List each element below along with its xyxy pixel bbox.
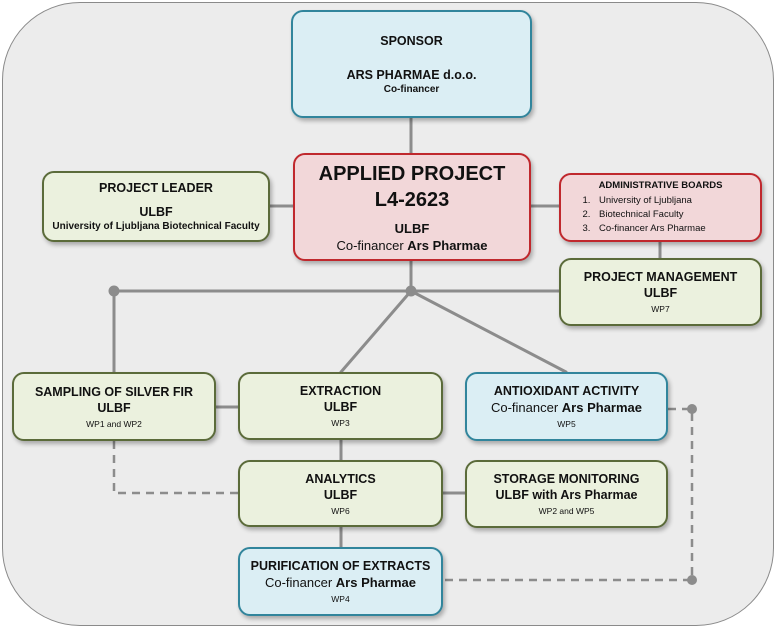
project-leader-org: ULBF (139, 205, 173, 219)
analytics-box: ANALYTICS ULBF WP6 (238, 460, 443, 527)
antioxidant-cofinancer: Co-financer Ars Pharmae (491, 399, 642, 416)
antioxidant-title: ANTIOXIDANT ACTIVITY (493, 384, 640, 398)
antioxidant-cofin-name: Ars Pharmae (561, 400, 643, 415)
applied-project-box: APPLIED PROJECT L4-2623 ULBF Co-financer… (293, 153, 531, 261)
project-leader-title: PROJECT LEADER (99, 181, 213, 195)
storage-org-prefix: ULBF with (495, 488, 561, 502)
sampling-wp: WP1 and WP2 (86, 418, 142, 429)
dashed-sampling-analytics (112, 441, 238, 495)
line-hub-antioxidant (409, 289, 568, 374)
analytics-org: ULBF (323, 487, 358, 502)
storage-title: STORAGE MONITORING (493, 472, 640, 486)
applied-project-title-line1: APPLIED PROJECT (318, 162, 506, 185)
admin-boards-title: ADMINISTRATIVE BOARDS (598, 180, 723, 191)
sponsor-box: SPONSOR ARS PHARMAE d.o.o. Co-financer (291, 10, 532, 118)
admin-boards-item: Co-financer Ars Pharmae (593, 222, 760, 236)
project-management-wp: WP7 (651, 304, 670, 314)
applied-project-cofinancer: Co-financer Ars Pharmae (336, 237, 487, 254)
purification-cofinancer: Co-financer Ars Pharmae (265, 574, 416, 591)
admin-boards-list: University of Ljubljana Biotechnical Fac… (561, 194, 760, 236)
applied-project-org: ULBF (394, 220, 430, 236)
sponsor-title: SPONSOR (380, 33, 443, 48)
project-leader-full-name: University of Ljubljana Biotechnical Fac… (52, 221, 260, 232)
antioxidant-cofin-prefix: Co-financer (490, 400, 562, 415)
line-hub-extraction (339, 289, 413, 374)
purification-cofin-name: Ars Pharmae (335, 575, 417, 590)
sponsor-role: Co-financer (383, 83, 440, 95)
applied-project-cofin-name: Ars Pharmae (407, 237, 488, 253)
storage-wp: WP2 and WP5 (538, 506, 595, 516)
antioxidant-box: ANTIOXIDANT ACTIVITY Co-financer Ars Pha… (465, 372, 668, 441)
analytics-wp: WP6 (331, 505, 350, 516)
storage-box: STORAGE MONITORING ULBF with Ars Pharmae… (465, 460, 668, 528)
storage-org: ULBF with Ars Pharmae (496, 487, 638, 503)
admin-boards-item: University of Ljubljana (593, 194, 760, 208)
project-management-org: ULBF (643, 286, 678, 300)
storage-org-name: Ars Pharmae (560, 488, 638, 502)
admin-boards-item: Biotechnical Faculty (593, 208, 760, 222)
extraction-org: ULBF (323, 400, 358, 414)
extraction-wp: WP3 (331, 418, 350, 428)
purification-wp: WP4 (331, 594, 350, 604)
purification-box: PURIFICATION OF EXTRACTS Co-financer Ars… (238, 547, 443, 616)
applied-project-cofin-prefix: Co-financer (336, 237, 408, 253)
connector-dot-hub (405, 285, 417, 297)
antioxidant-wp: WP5 (557, 419, 576, 429)
project-management-title: PROJECT MANAGEMENT (583, 270, 738, 284)
connector-dot-right-bottom (687, 575, 697, 585)
sampling-title: SAMPLING OF SILVER FIR (34, 384, 194, 399)
project-leader-box: PROJECT LEADER ULBF University of Ljublj… (42, 171, 270, 242)
purification-title: PURIFICATION OF EXTRACTS (250, 559, 431, 573)
admin-boards-box: ADMINISTRATIVE BOARDS University of Ljub… (559, 173, 762, 242)
purification-cofin-prefix: Co-financer (264, 575, 336, 590)
sampling-org: ULBF (97, 400, 131, 415)
applied-project-title-line2: L4-2623 (374, 188, 450, 211)
connector-dot-left (108, 285, 120, 297)
sampling-box: SAMPLING OF SILVER FIR ULBF WP1 and WP2 (12, 372, 216, 441)
connector-dot-right-top (687, 404, 697, 414)
analytics-title: ANALYTICS (305, 471, 376, 486)
extraction-title: EXTRACTION (299, 384, 382, 398)
extraction-box: EXTRACTION ULBF WP3 (238, 372, 443, 440)
sponsor-name: ARS PHARMAE d.o.o. (346, 67, 477, 82)
project-management-box: PROJECT MANAGEMENT ULBF WP7 (559, 258, 762, 326)
